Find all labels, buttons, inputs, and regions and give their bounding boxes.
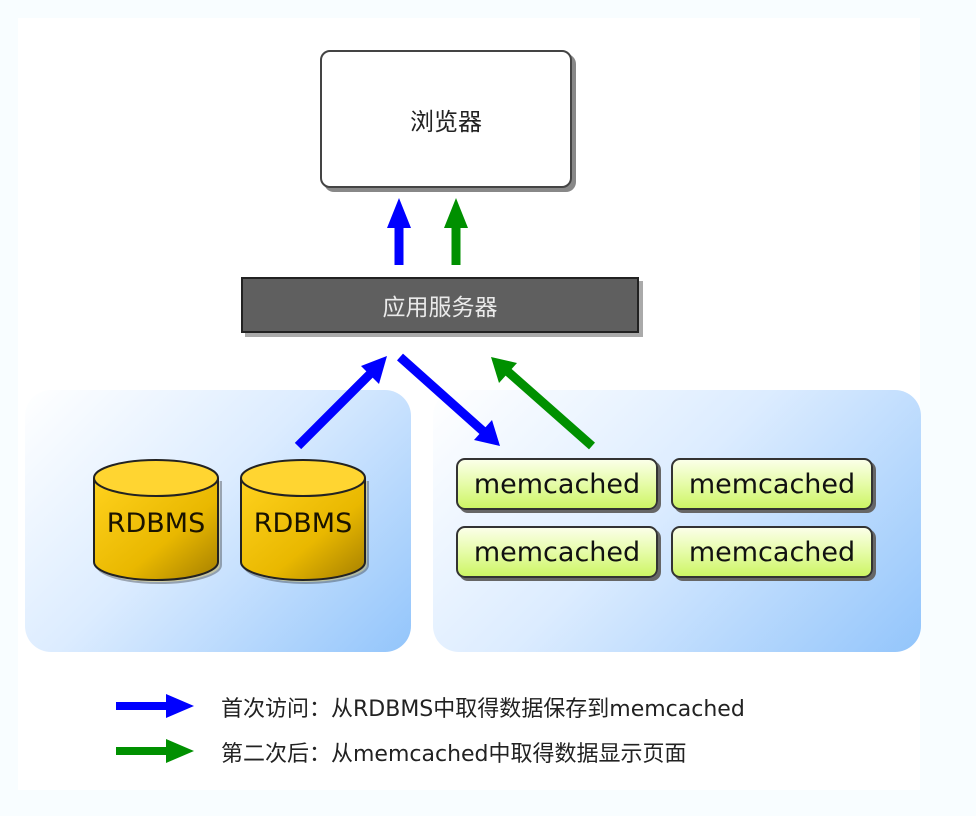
arrow-cache-to-server [491,357,595,450]
app-server-label: 应用服务器 [382,295,498,321]
legend-arrow-first-access [116,694,194,718]
memcached-node-4: memcached [671,526,873,578]
database-cylinder-2 [240,459,369,584]
arrow-server-to-browser-first [387,198,411,265]
arrow-database-to-server [294,356,387,450]
app-server-node: 应用服务器 [241,277,639,333]
browser-node: 浏览器 [320,50,572,188]
memcached-label-4: memcached [688,536,856,568]
memcached-label-3: memcached [473,536,641,568]
legend-arrow-second-access [116,739,194,763]
database-cylinder-1 [93,459,222,584]
memcached-node-1: memcached [456,458,658,510]
memcached-node-2: memcached [671,458,873,510]
browser-label: 浏览器 [410,107,482,136]
memcached-label-1: memcached [473,468,641,500]
arrow-server-to-browser-second [444,198,468,265]
memcached-label-2: memcached [688,468,856,500]
memcached-node-3: memcached [456,526,658,578]
database-label-2: RDBMS [253,508,353,539]
legend-second-access-text: 第二次后：从memcached中取得数据显示页面 [221,742,687,767]
cache-group-panel [433,390,921,652]
legend-first-access-text: 首次访问：从RDBMS中取得数据保存到memcached [221,697,745,722]
arrow-server-to-cache [397,353,500,446]
database-label-1: RDBMS [106,508,206,539]
